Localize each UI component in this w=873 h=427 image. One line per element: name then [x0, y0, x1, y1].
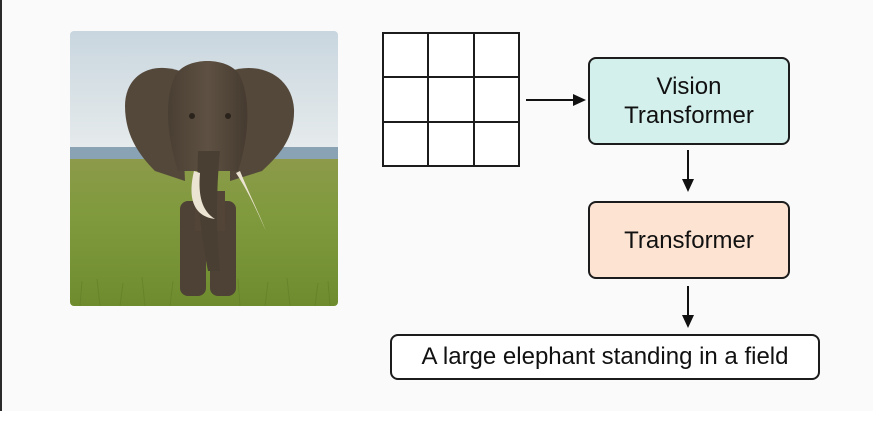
bottom-band: [0, 411, 873, 427]
vision-transformer-line1: Vision: [656, 73, 722, 100]
caption-output-box: A large elephant standing in a field: [390, 334, 820, 380]
caption-text: A large elephant standing in a field: [421, 343, 789, 370]
patch-grid: [382, 32, 520, 167]
elephant-photo: [70, 31, 338, 306]
transformer-label: Transformer: [624, 226, 754, 254]
transformer-box: Transformer: [588, 201, 790, 279]
vision-transformer-line2: Transformer: [624, 102, 754, 129]
vision-transformer-box: Vision Transformer: [588, 57, 790, 145]
